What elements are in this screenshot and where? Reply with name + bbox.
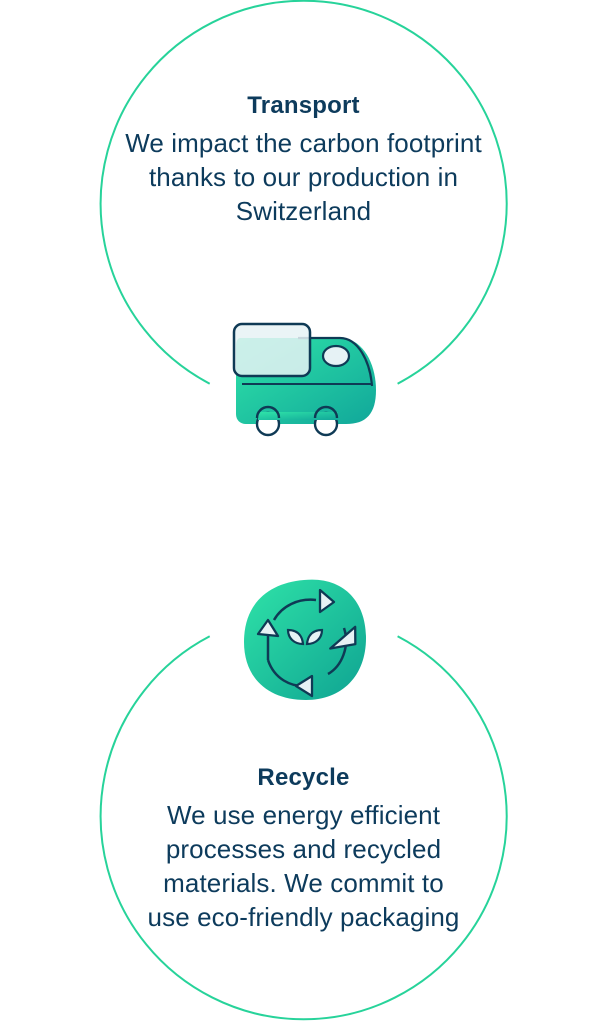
transport-ring bbox=[0, 0, 607, 510]
truck-icon bbox=[228, 316, 378, 440]
recycle-ring bbox=[0, 514, 607, 1024]
transport-section: Transport We impact the carbon footprint… bbox=[0, 90, 607, 228]
recycle-title: Recycle bbox=[257, 764, 350, 791]
transport-description: We impact the carbon footprint thanks to… bbox=[125, 128, 482, 226]
transport-title: Transport bbox=[247, 92, 360, 119]
recycle-description: We use energy efficient processes and re… bbox=[147, 800, 460, 932]
recycle-icon bbox=[234, 576, 374, 704]
recycle-section: Recycle We use energy efficient processe… bbox=[0, 762, 607, 934]
